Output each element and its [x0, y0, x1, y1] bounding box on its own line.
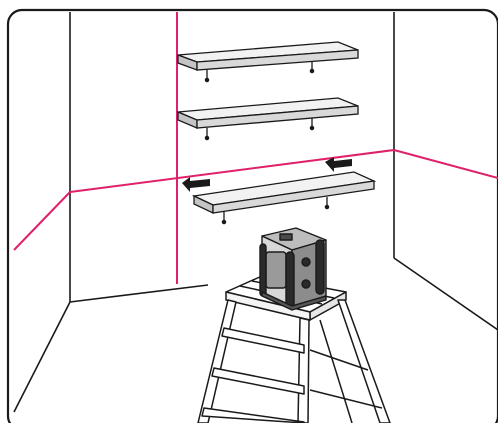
room [13, 12, 498, 413]
shelf-top-screw-right [309, 68, 315, 74]
floor-left-edge [13, 301, 71, 413]
laser-horizontal-line-left [13, 191, 71, 251]
device-base [261, 291, 327, 311]
device-window [265, 251, 287, 289]
floor-back-edge [69, 284, 209, 303]
shelf-middle-edge [196, 105, 359, 129]
laser-horizontal-line-back [69, 149, 395, 193]
move-up-arrows [182, 157, 352, 192]
device-knob [301, 257, 311, 267]
shelf-top-edge [196, 49, 359, 71]
shelf-bottom-screw-right [324, 204, 330, 210]
floor-right-edge [393, 257, 498, 331]
laser-lines [13, 12, 498, 284]
shelf-bottom-screw-left [221, 219, 227, 225]
ladder-leg-back-inner [319, 319, 353, 423]
shelf-middle-screw-right [309, 125, 315, 131]
ladder-leg-front-right [297, 317, 310, 423]
device-knob [301, 279, 311, 289]
shelf-bottom-edge [212, 180, 375, 214]
ladder-back-brace [309, 389, 383, 409]
device-lens-top [279, 233, 293, 241]
device-bumper-back [315, 239, 325, 295]
laser-horizontal-line-right [393, 149, 498, 179]
device-bumper-right [285, 251, 295, 309]
device-bumper-left [259, 243, 267, 297]
shelf-top [177, 41, 359, 83]
cross-line-laser-level-icon [259, 227, 327, 311]
ladder-leg-back-right [337, 299, 391, 423]
shelf-middle [177, 97, 359, 141]
ladder-step [201, 407, 305, 423]
ladder-back-brace [309, 349, 369, 371]
shelf-bottom [191, 171, 377, 225]
move-up-arrow-icon [182, 177, 210, 192]
ladder-step [221, 327, 305, 354]
move-up-arrow-icon [325, 157, 352, 172]
shelf-top-screw-left [204, 77, 210, 83]
ladder-step [211, 367, 305, 395]
panel-frame [6, 8, 498, 423]
shelf-middle-screw-left [204, 135, 210, 141]
